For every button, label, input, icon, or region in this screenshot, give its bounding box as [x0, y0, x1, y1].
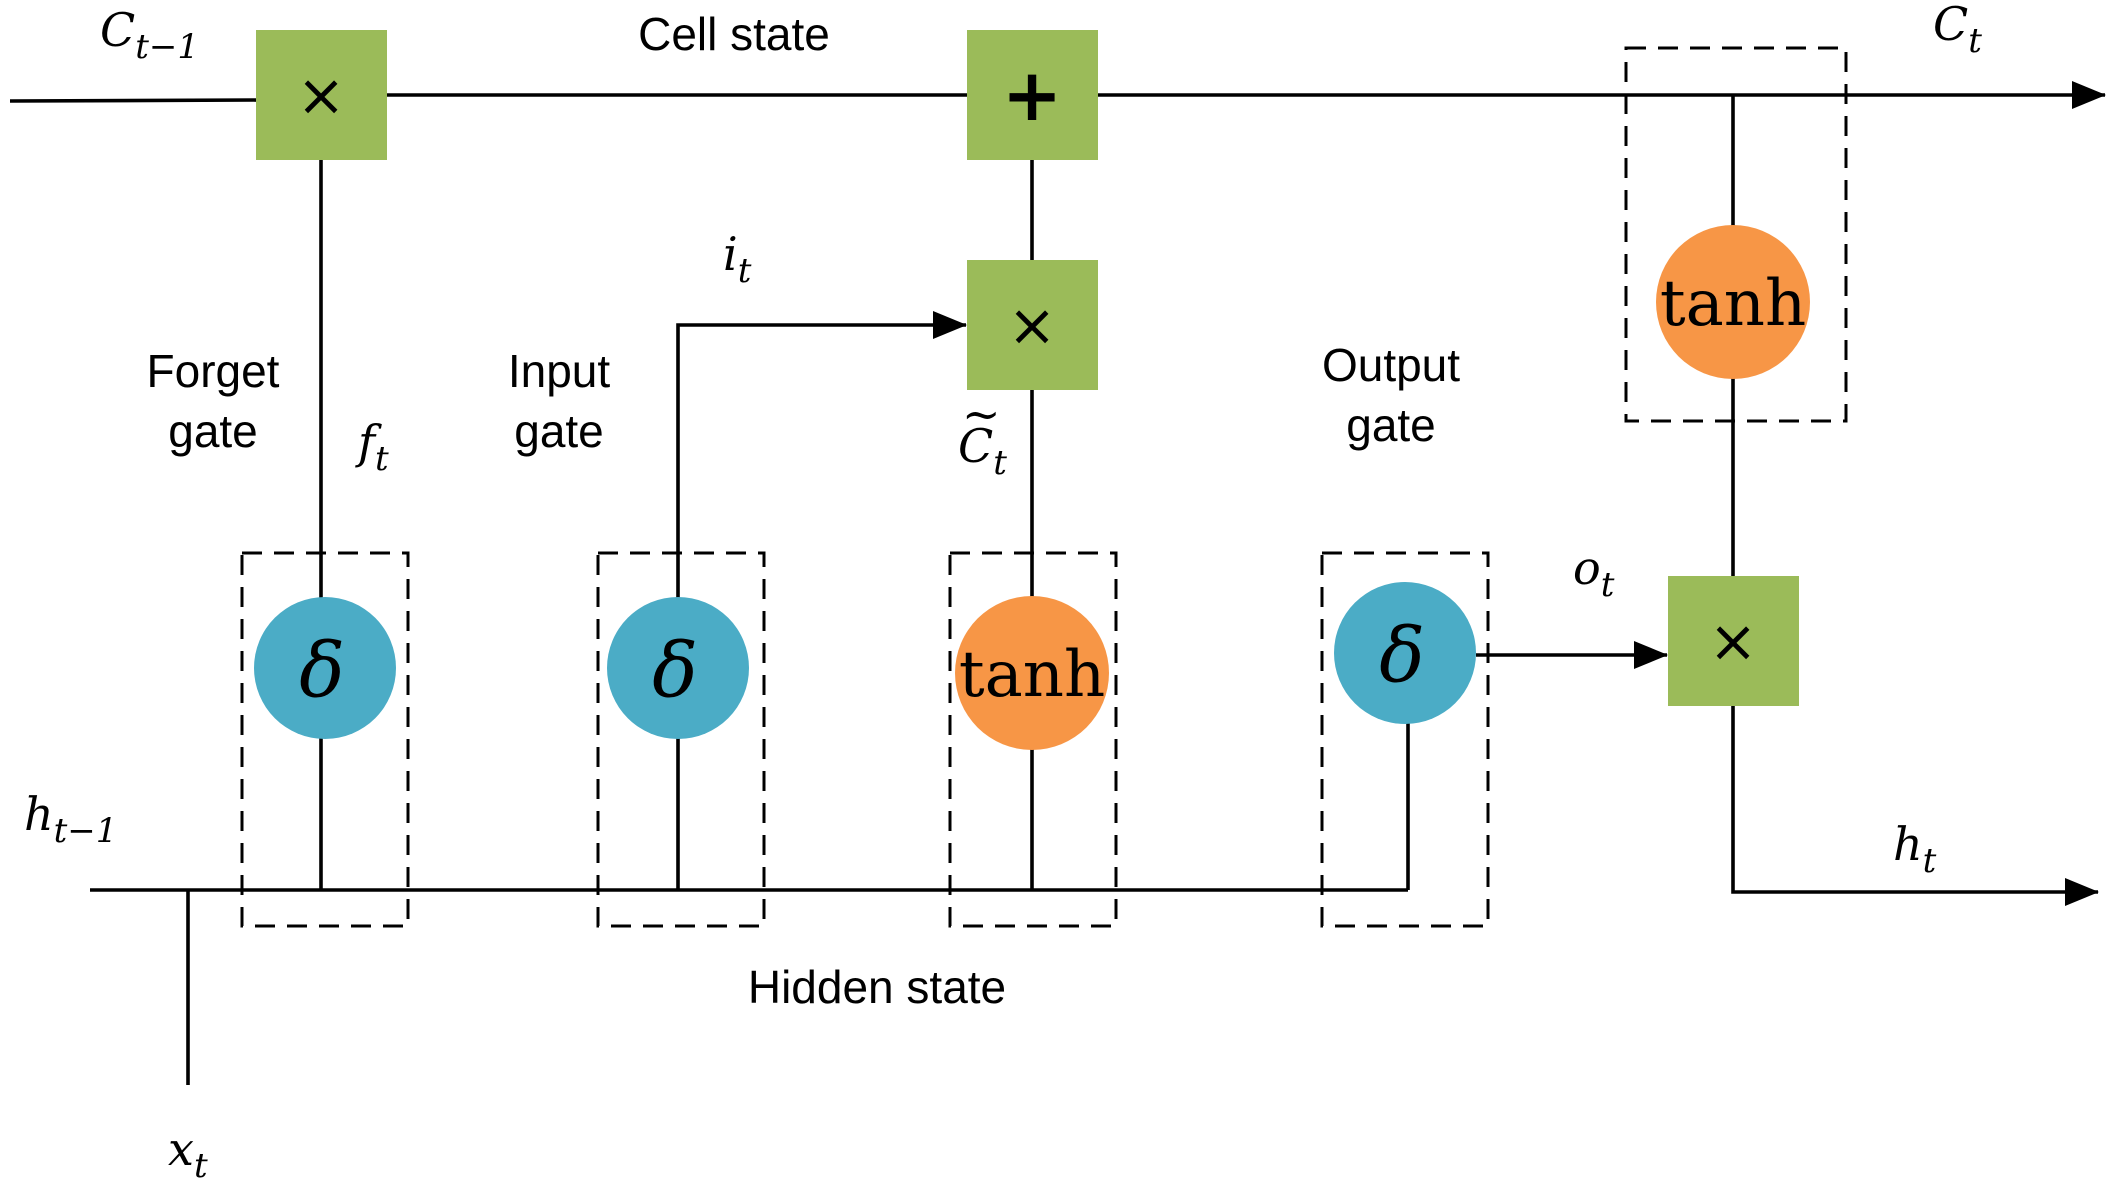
c-t-var: Ct: [1933, 0, 1982, 61]
cell-state-line-in: [9, 98, 259, 103]
forget-sigmoid-node: δ: [254, 597, 396, 739]
multiply-icon: ×: [1008, 291, 1057, 359]
output-multiply-op: ×: [1668, 576, 1799, 706]
f-t-var: ft: [355, 415, 389, 479]
input-gate-box: [596, 551, 766, 928]
i-t-var: it: [723, 227, 752, 291]
x-t-var: xt: [168, 1122, 208, 1186]
plus-icon: +: [1002, 53, 1062, 137]
output-gate-label-line2: gate: [1346, 399, 1436, 451]
candidate-gate-box: [948, 551, 1118, 928]
sigmoid-icon: δ: [299, 626, 345, 715]
forget-gate-label-line2: gate: [168, 405, 258, 457]
cell-add-op: +: [967, 30, 1098, 160]
c-tilde-var: Ct ~: [958, 387, 1007, 483]
h-prev-var: ht−1: [24, 787, 117, 851]
input-gate-label-line2: gate: [514, 405, 604, 457]
forget-multiply-op: ×: [256, 30, 387, 160]
c-prev-var: Ct−1: [100, 3, 199, 67]
cell-state-label: Cell state: [638, 8, 830, 60]
sigmoid-icon: δ: [652, 626, 698, 715]
hidden-state-label: Hidden state: [748, 961, 1006, 1013]
input-multiply-op: ×: [967, 260, 1098, 390]
cell-tanh-node: tanh: [1656, 225, 1810, 379]
sigmoid-icon: δ: [1379, 611, 1425, 700]
tanh-label: tanh: [959, 638, 1105, 712]
output-gate-box: [1320, 551, 1490, 928]
tanh-label: tanh: [1660, 267, 1806, 341]
input-sigmoid-node: δ: [607, 597, 749, 739]
cell-tanh-box: [1624, 46, 1848, 423]
tilde-mark: ~: [962, 387, 1001, 441]
candidate-tanh-node: tanh: [955, 596, 1109, 750]
output-sigmoid-node: δ: [1334, 582, 1476, 724]
svg-text:Ct: Ct: [958, 419, 1007, 483]
h-t-var: ht: [1893, 817, 1937, 881]
forget-gate-box: [240, 551, 410, 928]
o-t-var: ot: [1573, 541, 1615, 605]
forget-gate-label-line1: Forget: [147, 345, 280, 397]
dashed-boxes: [240, 46, 1848, 928]
ht-output-line: [1731, 705, 2099, 906]
input-gate-label-line1: Input: [508, 345, 611, 397]
output-gate-label-line1: Output: [1322, 339, 1460, 391]
input-gate-line: [676, 311, 967, 890]
multiply-icon: ×: [1709, 607, 1758, 675]
multiply-icon: ×: [297, 61, 346, 129]
